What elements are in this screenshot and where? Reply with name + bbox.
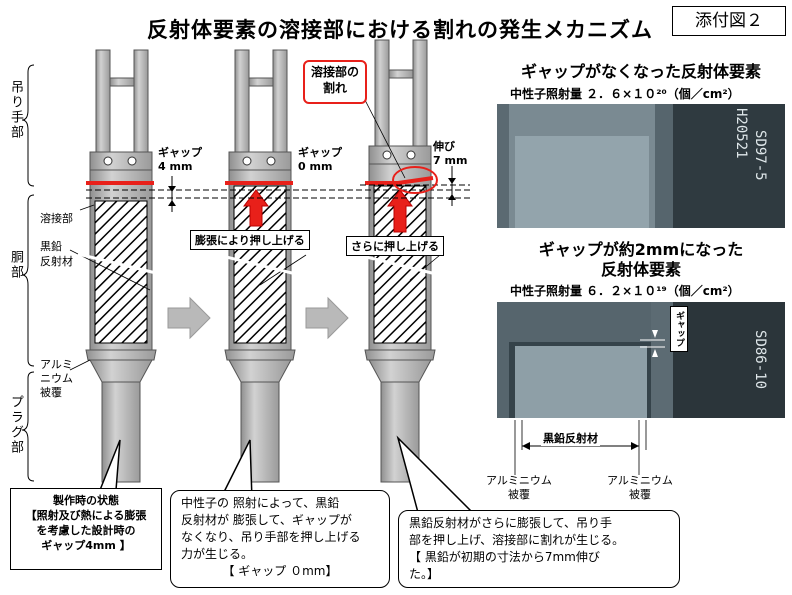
photo2-al-right-1: アルミニウム (607, 474, 673, 487)
stage2-gap-label: ギャップ (298, 146, 342, 159)
transition-arrow-2 (305, 296, 349, 340)
label-handle: 吊り手部 (8, 80, 23, 140)
note1-line3: を考慮した設計時の (36, 524, 136, 537)
bubble-tail-3 (396, 435, 482, 521)
photo1-fluence: 中性子照射量 ２．６×１０²⁰（個／cm²） (510, 87, 740, 101)
transition-arrow-1 (167, 296, 211, 340)
photo2-al-right-2: 被覆 (629, 488, 651, 501)
note2-line3: なくなり、吊り手部を押し上げる (181, 530, 361, 544)
note-manufacture: 製作時の状態 【照射及び熱による膨張 を考慮した設計時の ギャップ4mm 】 (10, 488, 162, 570)
bracket-body (21, 194, 35, 367)
label-plug: プラグ部 (8, 395, 23, 455)
note1-line2: 【照射及び熱による膨張 (25, 509, 147, 522)
photo1-stamp2: SD97-5 (752, 130, 768, 181)
note2-line4: 力が生じる。 (181, 547, 254, 561)
label-graphite-1: 黒鉛 (40, 240, 62, 253)
photo2-al-left-2: 被覆 (508, 488, 530, 501)
label-al-2: ニウム (40, 372, 73, 385)
note3-line1: 黒鉛反射材がさらに膨張して、吊り手 (409, 516, 613, 530)
photo2-gap-tag: ギャップ (670, 306, 688, 352)
element-stage1 (85, 49, 157, 483)
page-title: 反射体要素の溶接部における割れの発生メカニズム (147, 18, 653, 42)
stage2-gap-value: 0 mm (298, 160, 333, 173)
element-stage3 (364, 39, 436, 483)
photo2-graphite-label: 黒鉛反射材 (541, 430, 600, 446)
note3-line2: 部を押し上げ、溶接部に割れが生じる。 (409, 533, 625, 547)
note1-line1: 製作時の状態 (53, 494, 119, 507)
note3-line3: 【 黒鉛が初期の寸法から7mm伸び (409, 550, 600, 564)
note2-line1: 中性子の 照射によって、黒鉛 (181, 496, 340, 510)
label-weld: 溶接部 (40, 212, 73, 225)
attachment-tag: 添付図２ (672, 6, 786, 36)
photo2-fluence: 中性子照射量 ６．２×１０¹⁹（個／cm²） (510, 284, 740, 298)
stage2-push-label: 膨張により押し上げる (190, 230, 310, 250)
crack-line2: 割れ (322, 81, 347, 95)
crack-line1: 溶接部の (310, 65, 359, 79)
photo1-stamp1: H20521 (733, 108, 749, 159)
photo-gap-2mm (497, 302, 785, 418)
note2-line5: 【 ギャップ ０mm】 (222, 564, 338, 578)
label-al-1: アルミ (40, 358, 73, 371)
bracket-handle (21, 64, 35, 187)
bracket-plug (21, 371, 35, 482)
photo2-stamp: SD86-10 (752, 330, 768, 390)
stage3-ext-value: 7 mm (433, 154, 468, 167)
label-al-3: 被覆 (40, 386, 62, 399)
note2-line2: 反射材が 膨張して、ギャップが (181, 513, 352, 527)
stage1-gap-value: 4 mm (158, 160, 193, 173)
photo2-al-left-1: アルミニウム (486, 474, 552, 487)
photo-gap-none (497, 104, 785, 228)
note1-line4: ギャップ4mm 】 (41, 539, 131, 552)
label-graphite-2: 反射材 (40, 255, 73, 268)
crack-callout: 溶接部の 割れ (303, 60, 367, 104)
stage3-ext-label: 伸び (433, 140, 455, 153)
crack-highlight (392, 166, 438, 194)
stage1-gap-label: ギャップ (158, 146, 202, 159)
note-crack: 黒鉛反射材がさらに膨張して、吊り手 部を押し上げ、溶接部に割れが生じる。 【 黒… (398, 510, 680, 588)
label-body: 胴部 (8, 250, 23, 280)
photo1-title: ギャップがなくなった反射体要素 (520, 62, 761, 81)
stage3-push-label: さらに押し上げる (346, 236, 444, 256)
note3-line4: た。】 (409, 567, 440, 581)
note-irradiation: 中性子の 照射によって、黒鉛 反射材が 膨張して、ギャップが なくなり、吊り手部… (170, 490, 390, 588)
photo2-title-1: ギャップが約2mmになった (538, 240, 744, 259)
photo2-title-2: 反射体要素 (600, 260, 681, 279)
